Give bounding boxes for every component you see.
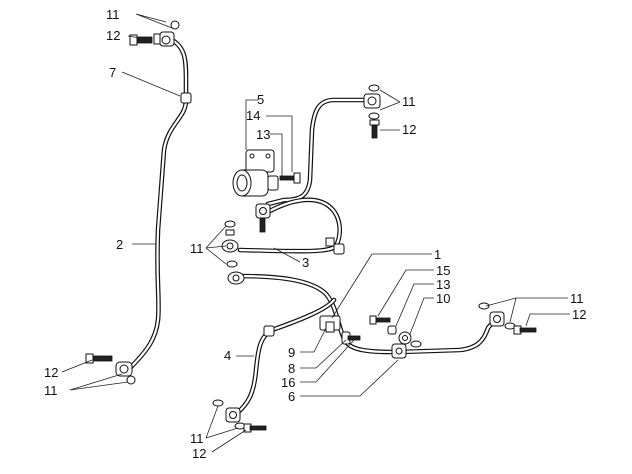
leader-lines [61,13,570,453]
callout-4: 4 [224,348,231,363]
callout-11-upper-right: 11 [402,94,416,109]
clips-pipe [263,237,345,337]
union-upper-right [363,84,381,139]
callout-12-right: 12 [572,307,586,322]
pipe-6 [397,315,499,355]
callout-11-bottom-center: 11 [190,431,204,446]
callout-12-bottom-left: 12 [44,365,58,380]
bolt-13-upper [279,172,301,184]
callout-11-top-left: 11 [106,7,120,22]
valve-5 [232,149,279,197]
callout-12-bottom-center: 12 [192,446,206,461]
pipe-upper-right [265,97,375,207]
fittings [85,20,537,433]
callout-16: 16 [281,375,295,390]
pipe-4 [233,297,337,417]
callout-11-right: 11 [570,291,584,306]
brake-pipes [127,37,499,417]
union-bottom-left [85,353,136,385]
bracket-9 [319,315,341,333]
connector-6 [391,343,407,359]
callout-6: 6 [288,389,295,404]
callout-13-upper: 13 [256,127,270,142]
callout-15: 15 [436,263,450,278]
pipe-2 [127,37,189,371]
bolt-8 [341,331,361,345]
callout-3: 3 [302,255,309,270]
union-right [478,302,537,335]
callout-8: 8 [288,361,295,376]
callout-5: 5 [257,92,264,107]
callout-12-upper-right: 12 [402,122,416,137]
callout-14: 14 [246,108,260,123]
callout-1: 1 [434,247,441,262]
bolt-13-lower [387,325,397,335]
union-middle [255,203,271,233]
union-bottom-center [212,399,267,433]
callout-7: 7 [109,65,116,80]
union-top-left [129,20,180,47]
callout-13-lower: 13 [436,277,450,292]
bolt-15 [369,315,391,325]
callout-9: 9 [288,345,295,360]
callout-labels: 11 12 7 2 5 14 13 11 12 11 3 1 15 13 10 … [44,7,586,461]
clip-7 [180,92,192,104]
callout-2: 2 [116,237,123,252]
callout-10: 10 [436,291,450,306]
callout-11-middle: 11 [190,241,204,256]
pipe-1 [235,273,401,355]
callout-11-bottom-left: 11 [44,383,58,398]
washers-middle [221,220,245,285]
pipe-3 [237,197,342,254]
callout-12-top-left: 12 [106,28,120,43]
